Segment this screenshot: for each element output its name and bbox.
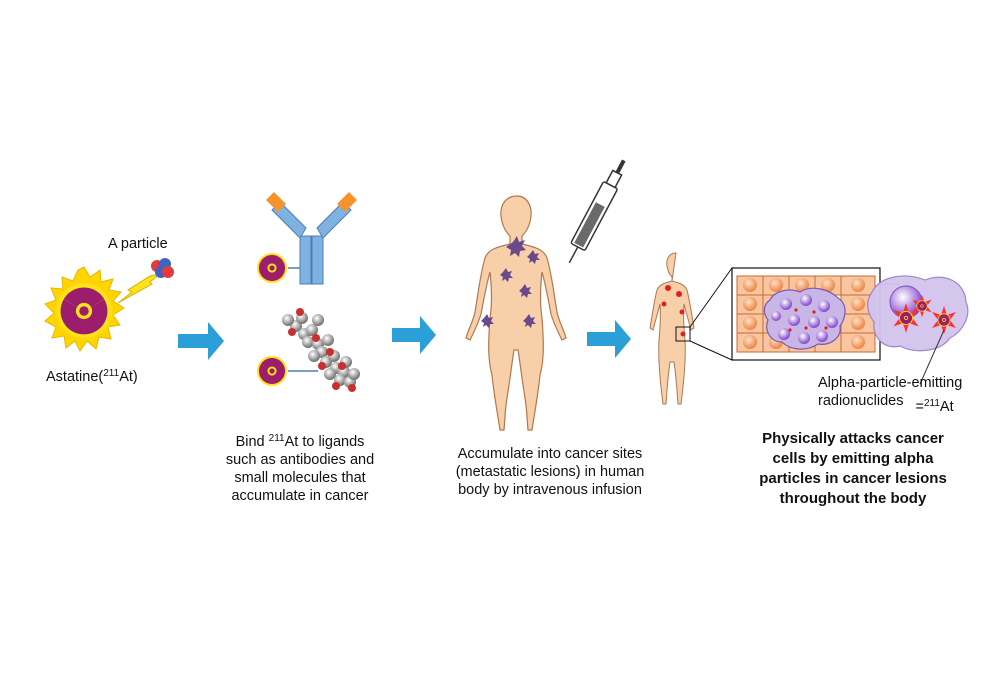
callout-line2-text: radionuclides [818, 393, 904, 409]
step2-line2: (metastatic lesions) in human [455, 464, 645, 480]
step2-line3: body by intravenous infusion [458, 482, 642, 498]
step1-line4: accumulate in cancer [231, 488, 369, 504]
astatine-prefix: Astatine( [46, 369, 104, 385]
step3-line4: throughout the body [779, 490, 927, 507]
callout-line1: Alpha-particle-emitting [818, 375, 963, 391]
flow-arrow-2 [392, 316, 436, 354]
small-human-body-icon [649, 252, 733, 405]
molecule-icon [255, 308, 360, 392]
human-body-icon [465, 195, 567, 431]
astatine-mass: 211 [103, 368, 120, 379]
step3-caption: Physically attacks cancer cells by emitt… [738, 429, 968, 509]
step1-caption: Bind 211At to ligands such as antibodies… [200, 433, 400, 505]
step3-line3: particles in cancer lesions [759, 470, 947, 487]
tissue-icon [731, 267, 969, 385]
flow-arrow-1 [178, 322, 224, 360]
particle-label: A particle [108, 236, 168, 252]
astatine-label: Astatine(211At) [46, 368, 138, 386]
astatine-suffix: At) [119, 369, 138, 385]
alpha-particle-icon [117, 258, 174, 304]
step1-line1-suffix: At to ligands [284, 434, 365, 450]
step1-line2: such as antibodies and [225, 452, 375, 468]
step3-line1: Physically attacks cancer [762, 430, 944, 447]
step1-line1-prefix: Bind [235, 434, 269, 450]
callout-eq-mass: 211 [923, 398, 940, 409]
step1-line1: Bind 211At to ligands [200, 433, 400, 451]
step1-line3: small molecules that [234, 470, 366, 486]
syringe-icon [568, 159, 626, 264]
step1-line1-mass: 211 [268, 433, 285, 444]
radiation-sun-icon [44, 266, 125, 352]
callout-line2: radionuclides =211At [818, 392, 962, 415]
step3-line2: cells by emitting alpha [772, 450, 934, 467]
callout-label: Alpha-particle-emitting radionuclides =2… [818, 374, 963, 415]
step2-line1: Accumulate into cancer sites [457, 446, 643, 462]
flow-arrow-3 [587, 320, 631, 358]
callout-eq-prefix: = [915, 399, 924, 415]
step2-caption: Accumulate into cancer sites (metastatic… [440, 445, 660, 499]
antibody-icon [255, 192, 357, 285]
callout-equation: =211At [915, 398, 954, 416]
callout-eq-suffix: At [939, 399, 954, 415]
